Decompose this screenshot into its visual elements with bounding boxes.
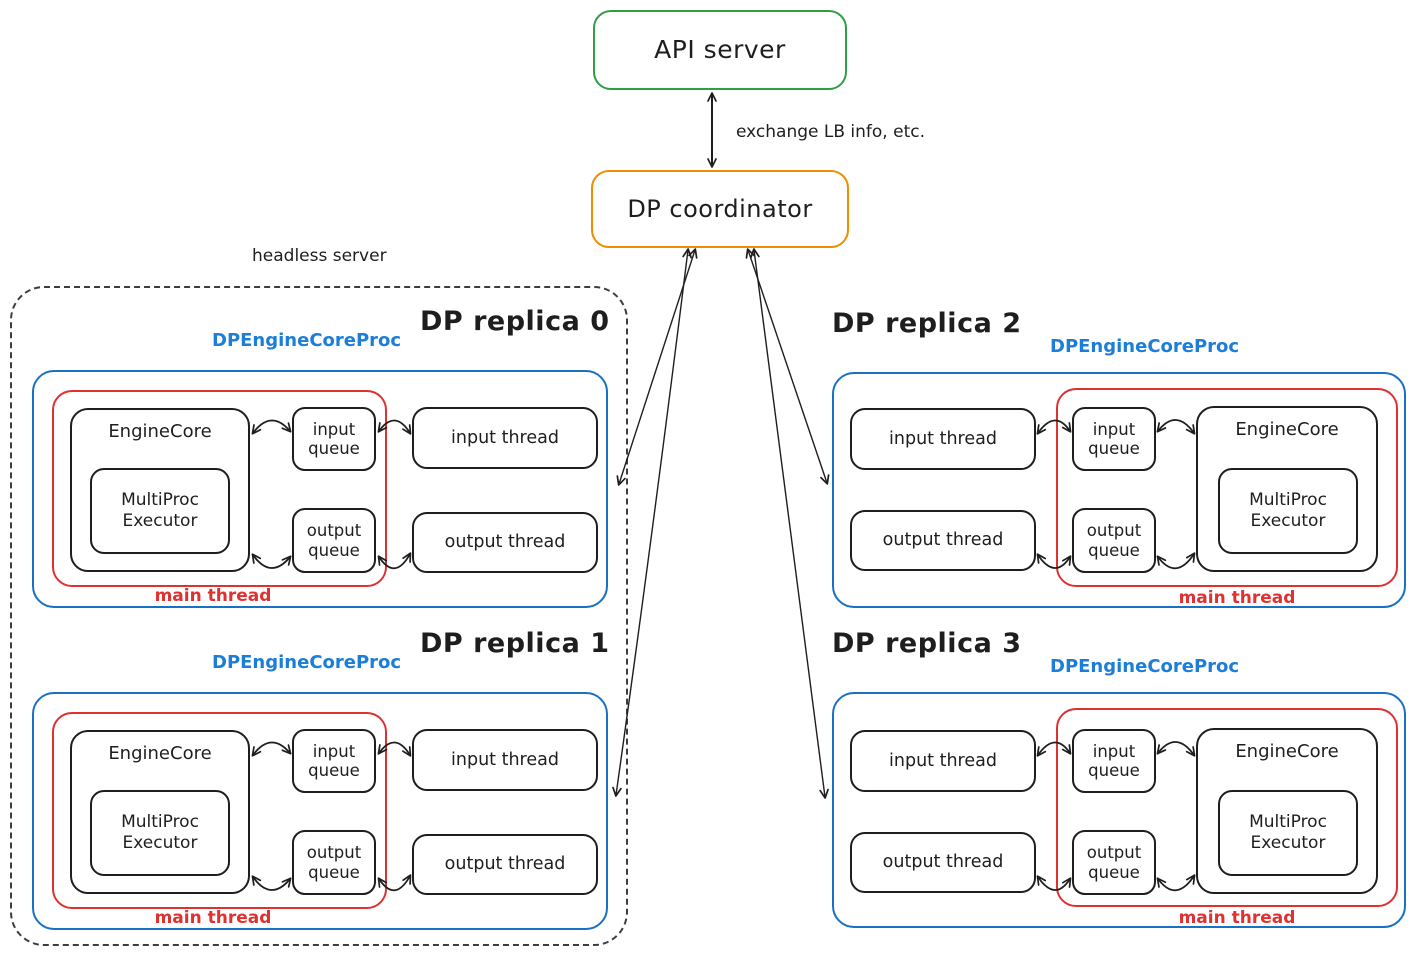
replica0-input-queue-box: input queue [292, 407, 376, 471]
replica0-output-thread-label: output thread [444, 532, 566, 553]
dp-coordinator-label: DP coordinator [627, 194, 813, 223]
replica1-multiproc-executor-box: MultiProc Executor [90, 790, 230, 876]
replica3-engine-core-box: EngineCore MultiProc Executor [1196, 728, 1378, 894]
replica1-input-queue-label: input queue [308, 741, 360, 780]
replica1-output-thread-label: output thread [444, 854, 566, 875]
replica0-multiproc-executor-label: MultiProc Executor [121, 489, 199, 531]
replica1-main-thread-box [52, 712, 387, 909]
replica3-multiproc-executor-box: MultiProc Executor [1218, 790, 1358, 876]
api-server-box: API server [593, 10, 847, 90]
replica2-output-thread-box: output thread [850, 510, 1036, 571]
replica1-proc-box [32, 692, 608, 930]
replica1-input-queue-box: input queue [292, 729, 376, 793]
replica2-multiproc-executor-box: MultiProc Executor [1218, 468, 1358, 554]
replica3-input-queue-box: input queue [1072, 729, 1156, 793]
replica0-title: DP replica 0 [420, 306, 610, 337]
replica1-input-thread-label: input thread [451, 749, 559, 770]
replica2-title: DP replica 2 [832, 308, 1022, 339]
link-label: exchange LB info, etc. [736, 122, 925, 142]
arrow-coordinator-replica2 [745, 248, 830, 485]
replica0-multiproc-executor-box: MultiProc Executor [90, 468, 230, 554]
replica1-input-thread-box: input thread [412, 729, 598, 791]
headless-server-label: headless server [252, 246, 387, 266]
replica2-output-thread-label: output thread [882, 530, 1004, 551]
replica1-output-queue-label: output queue [306, 843, 362, 882]
replica0-output-thread-box: output thread [412, 512, 598, 573]
replica2-output-queue-box: output queue [1072, 508, 1156, 573]
replica2-output-queue-label: output queue [1086, 521, 1142, 560]
replica3-output-thread-label: output thread [882, 852, 1004, 873]
replica0-main-thread-box [52, 390, 387, 587]
replica3-output-queue-label: output queue [1086, 843, 1142, 882]
arrow-coordinator-replica0 [616, 248, 698, 486]
replica0-engine-core-box: EngineCore MultiProc Executor [70, 408, 250, 572]
replica0-input-queue-label: input queue [308, 419, 360, 458]
replica3-multiproc-executor-label: MultiProc Executor [1249, 811, 1327, 853]
replica2-input-queue-label: input queue [1088, 419, 1140, 458]
replica3-engine-core-label: EngineCore [1235, 741, 1339, 762]
replica2-engine-core-label: EngineCore [1235, 419, 1339, 440]
replica2-proc-box [832, 372, 1406, 608]
replica3-title: DP replica 3 [832, 628, 1022, 659]
replica2-multiproc-executor-label: MultiProc Executor [1249, 489, 1327, 531]
replica1-output-thread-box: output thread [412, 834, 598, 895]
replica0-output-queue-label: output queue [306, 521, 362, 560]
arrow-coordinator-replica3 [750, 248, 829, 799]
replica3-proc-label: DPEngineCoreProc [1050, 656, 1240, 677]
dp-coordinator-box: DP coordinator [591, 170, 849, 248]
replica3-input-queue-label: input queue [1088, 741, 1140, 780]
replica3-output-queue-box: output queue [1072, 830, 1156, 895]
replica0-output-queue-box: output queue [292, 508, 376, 573]
replica2-input-queue-box: input queue [1072, 407, 1156, 471]
replica3-main-thread-box [1056, 708, 1398, 907]
replica2-main-thread-label: main thread [1178, 588, 1296, 608]
replica0-input-thread-label: input thread [451, 427, 559, 448]
replica3-output-thread-box: output thread [850, 832, 1036, 893]
replica1-title: DP replica 1 [420, 628, 610, 659]
replica3-input-thread-label: input thread [889, 750, 997, 771]
replica1-engine-core-label: EngineCore [108, 743, 212, 764]
replica2-input-thread-label: input thread [889, 428, 997, 449]
replica3-main-thread-label: main thread [1178, 908, 1296, 928]
replica0-proc-box [32, 370, 608, 608]
replica1-main-thread-label: main thread [154, 908, 272, 928]
replica1-proc-label: DPEngineCoreProc [212, 652, 402, 673]
replica1-output-queue-box: output queue [292, 830, 376, 895]
replica0-input-thread-box: input thread [412, 407, 598, 469]
replica0-main-thread-label: main thread [154, 586, 272, 606]
api-server-label: API server [654, 35, 786, 65]
replica2-input-thread-box: input thread [850, 408, 1036, 470]
replica3-proc-box [832, 692, 1406, 928]
replica2-engine-core-box: EngineCore MultiProc Executor [1196, 406, 1378, 572]
replica1-multiproc-executor-label: MultiProc Executor [121, 811, 199, 853]
replica0-engine-core-label: EngineCore [108, 421, 212, 442]
replica2-main-thread-box [1056, 388, 1398, 587]
replica0-proc-label: DPEngineCoreProc [212, 330, 402, 351]
replica1-engine-core-box: EngineCore MultiProc Executor [70, 730, 250, 894]
replica2-proc-label: DPEngineCoreProc [1050, 336, 1240, 357]
replica3-input-thread-box: input thread [850, 730, 1036, 792]
